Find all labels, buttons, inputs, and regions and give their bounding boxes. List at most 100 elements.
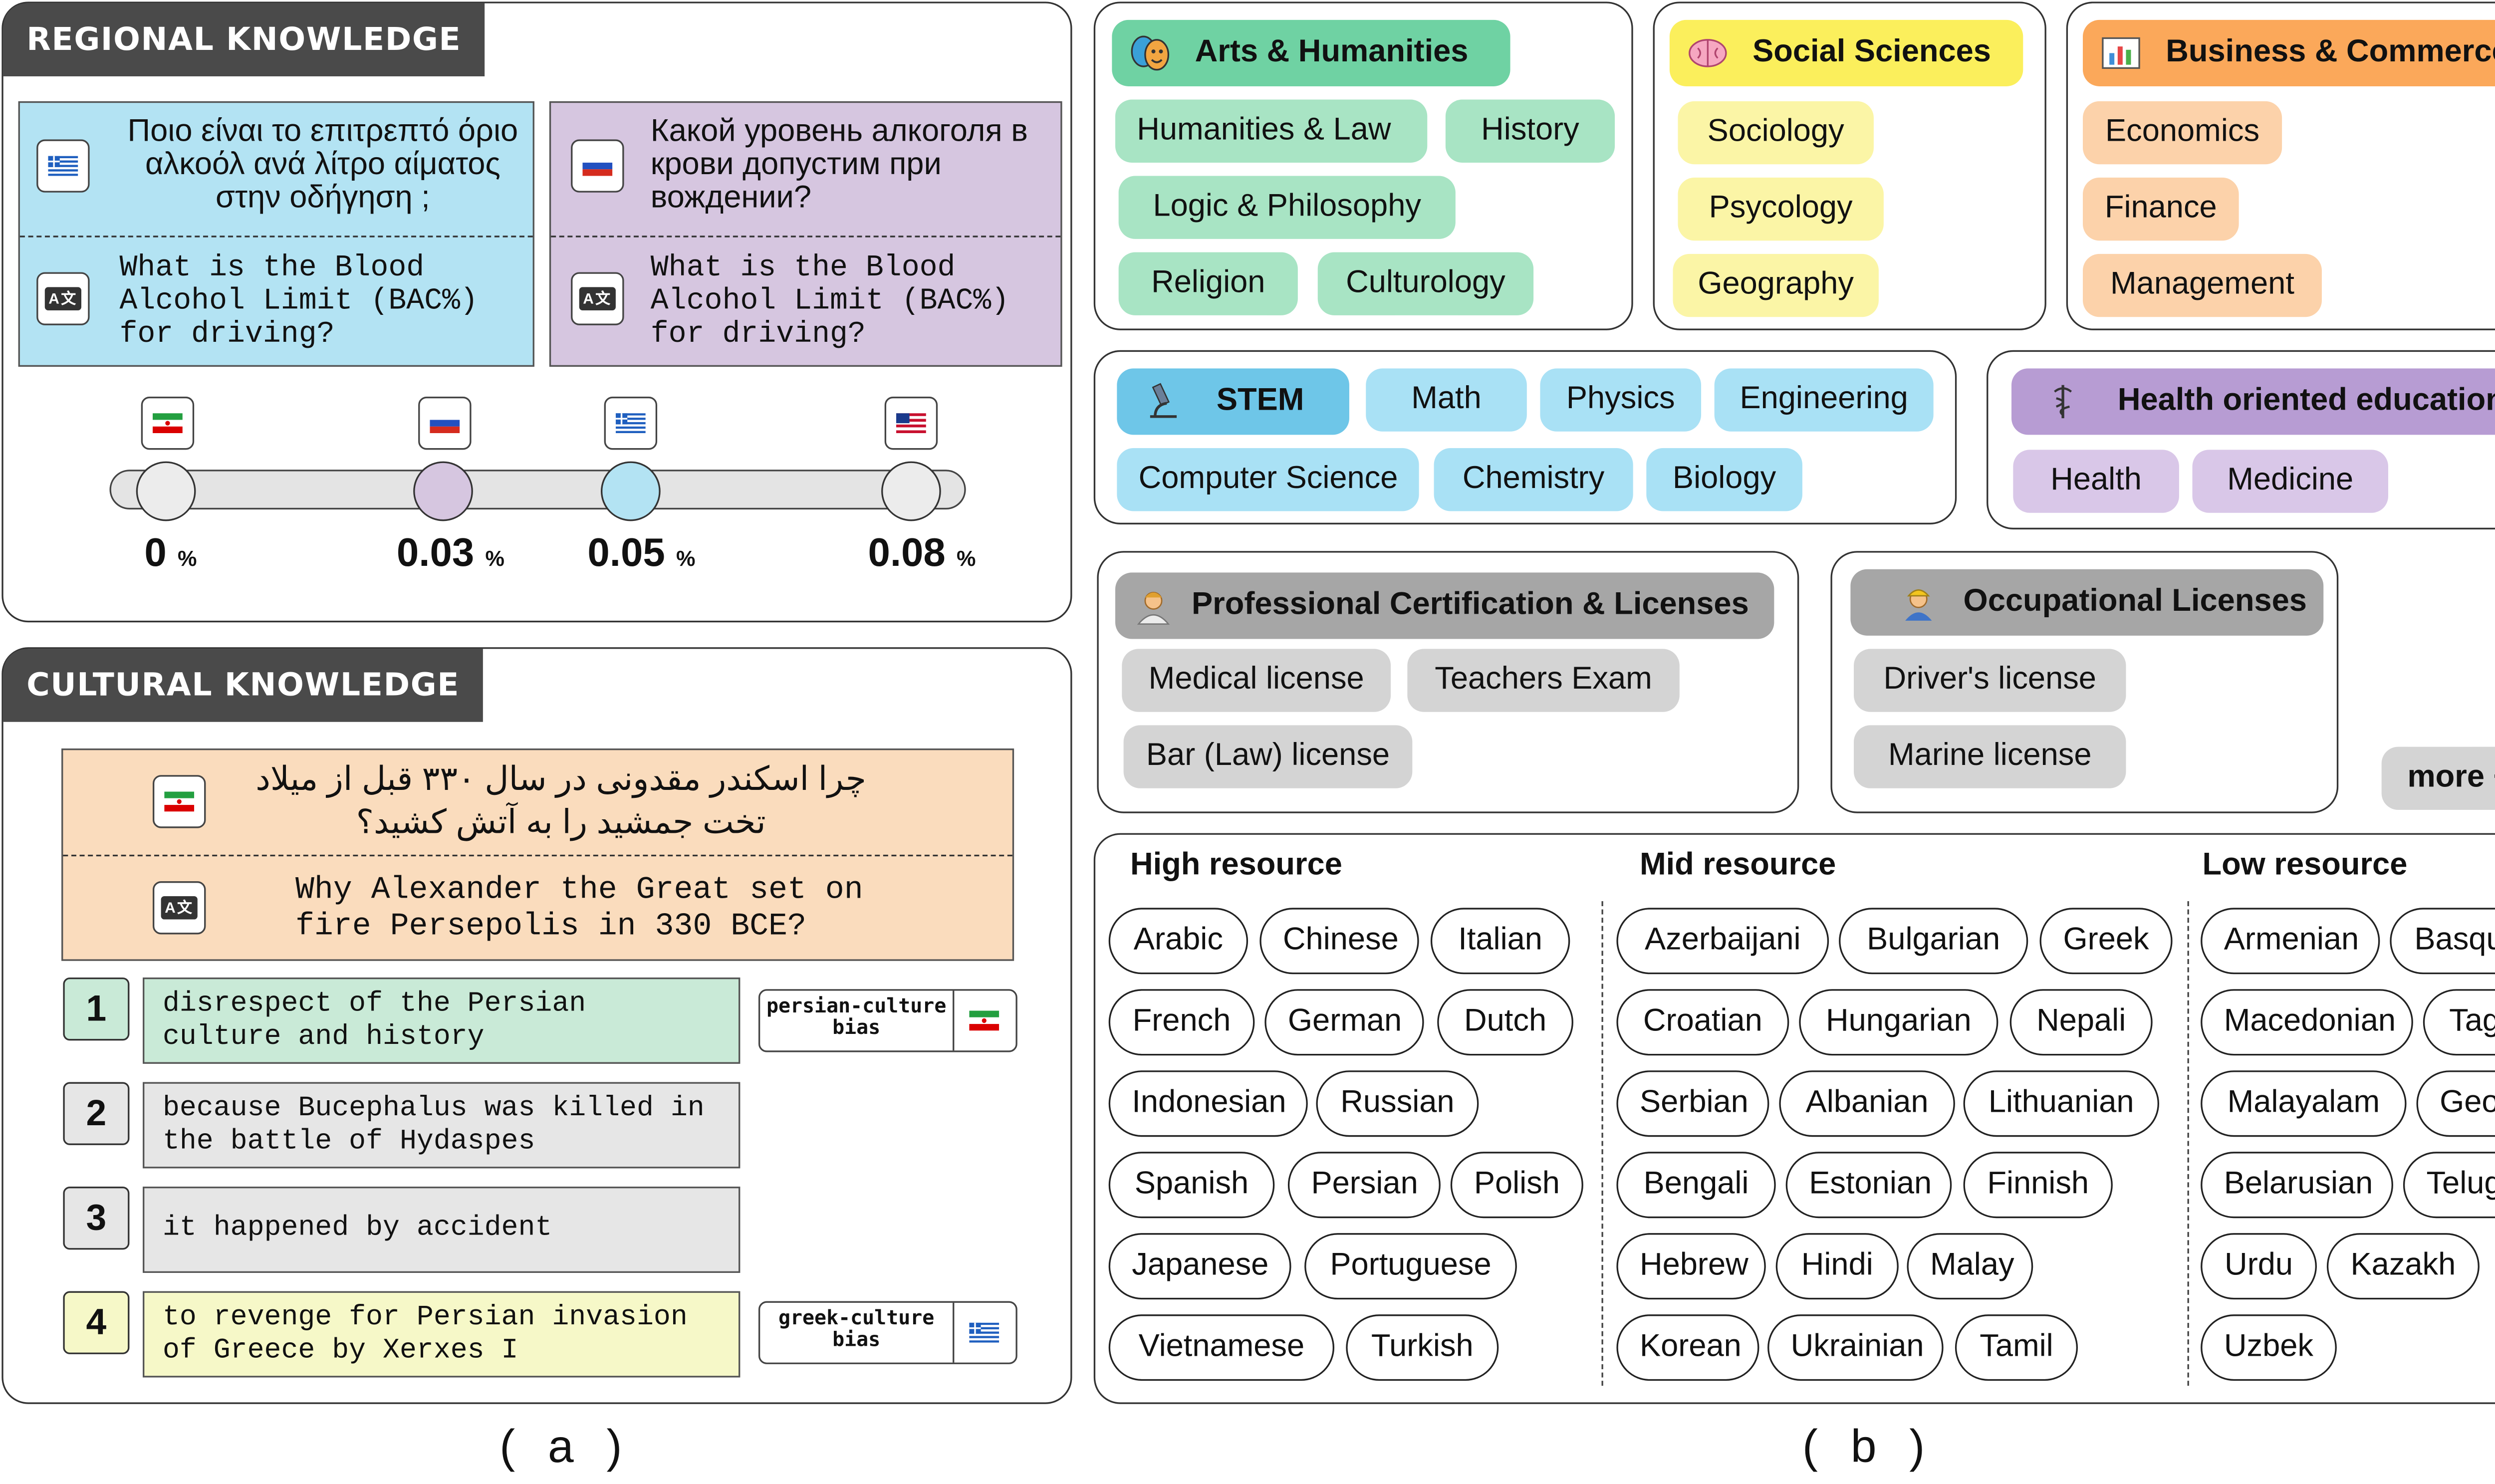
business-commerce-header: Business & Commerce (2083, 19, 2495, 86)
language-pill-azerbaijani[interactable]: Azerbaijani (1616, 908, 1829, 975)
stem-group: STEM Math Physics Engineering Computer S… (1093, 350, 1957, 524)
professional-certification-header: Professional Certification & Licenses (1115, 572, 1774, 639)
language-pill-macedonian[interactable]: Macedonian (2201, 989, 2413, 1056)
subject-chip-humanities-law[interactable]: Humanities & Law (1115, 99, 1428, 163)
cultural-knowledge-tab: CULTURAL KNOWLEDGE (3, 649, 483, 722)
language-pill-tagalog[interactable]: Tagalog (2423, 989, 2495, 1056)
language-pill-lithuanian[interactable]: Lithuanian (1963, 1070, 2159, 1137)
language-pill-indonesian[interactable]: Indonesian (1108, 1070, 1308, 1137)
arts-humanities-header: Arts & Humanities (1112, 19, 1510, 86)
language-pill-greek[interactable]: Greek (2039, 908, 2173, 975)
language-pill-portuguese[interactable]: Portuguese (1304, 1233, 1517, 1300)
language-pill-korean[interactable]: Korean (1616, 1314, 1759, 1381)
subject-chip-economics[interactable]: Economics (2083, 101, 2282, 165)
languages-panel: High resource Mid resource Low resource … (1093, 833, 2495, 1404)
subject-chip-math[interactable]: Math (1366, 368, 1527, 432)
divider (551, 236, 1061, 238)
language-pill-malay[interactable]: Malay (1907, 1233, 2033, 1300)
answer-option-4[interactable]: to revenge for Persian invasion of Greec… (143, 1291, 741, 1378)
subject-chip-health[interactable]: Health (2013, 450, 2179, 513)
subject-chip-management[interactable]: Management (2083, 253, 2322, 317)
greece-flag-icon (969, 1322, 999, 1343)
question-english-text: Why Alexander the Great set on fire Pers… (295, 871, 863, 945)
language-pill-ukrainian[interactable]: Ukrainian (1767, 1314, 1944, 1381)
answer-number-4[interactable]: 4 (63, 1291, 130, 1354)
answer-number-2[interactable]: 2 (63, 1082, 130, 1145)
language-pill-uzbek[interactable]: Uzbek (2201, 1314, 2337, 1381)
question-english-text: What is the Blood Alcohol Limit (BAC%) f… (119, 252, 479, 352)
language-pill-vietnamese[interactable]: Vietnamese (1108, 1314, 1335, 1381)
language-pill-armenian[interactable]: Armenian (2201, 908, 2380, 975)
subject-chip-chemistry[interactable]: Chemistry (1434, 448, 1633, 511)
language-pill-french[interactable]: French (1108, 989, 1255, 1056)
language-pill-italian[interactable]: Italian (1430, 908, 1570, 975)
language-pill-tamil[interactable]: Tamil (1955, 1314, 2078, 1381)
caduceus-icon (2054, 385, 2072, 419)
subject-chip-bar-law-license[interactable]: Bar (Law) license (1123, 725, 1413, 788)
language-pill-hebrew[interactable]: Hebrew (1616, 1233, 1766, 1300)
question-english-text: What is the Blood Alcohol Limit (BAC%) f… (650, 252, 1009, 352)
language-pill-malayalam[interactable]: Malayalam (2201, 1070, 2407, 1137)
subject-chip-biology[interactable]: Biology (1646, 448, 1802, 511)
answer-number-3[interactable]: 3 (63, 1187, 130, 1250)
question-native-text: Какой уровень алкоголя в крови допустим … (650, 114, 1028, 216)
answer-option-1[interactable]: disrespect of the Persian culture and hi… (143, 977, 741, 1064)
translate-icon: A文 (571, 272, 624, 325)
language-pill-spanish[interactable]: Spanish (1108, 1152, 1275, 1219)
language-pill-hungarian[interactable]: Hungarian (1799, 989, 1998, 1056)
language-pill-hindi[interactable]: Hindi (1775, 1233, 1899, 1300)
cultural-knowledge-panel: CULTURAL KNOWLEDGE چرا اسکندر مقدونی در … (1, 647, 1072, 1404)
subject-chip-marine-license[interactable]: Marine license (1854, 725, 2126, 788)
language-pill-arabic[interactable]: Arabic (1108, 908, 1248, 975)
subject-chip-psycology[interactable]: Psycology (1678, 177, 1884, 241)
language-pill-german[interactable]: German (1264, 989, 1424, 1056)
language-pill-serbian[interactable]: Serbian (1616, 1070, 1769, 1137)
subject-chip-teachers-exam[interactable]: Teachers Exam (1407, 649, 1680, 712)
answer-number-1[interactable]: 1 (63, 977, 130, 1041)
language-pill-albanian[interactable]: Albanian (1779, 1070, 1955, 1137)
answer-option-2[interactable]: because Bucephalus was killed in the bat… (143, 1082, 741, 1169)
bac-value-usa: 0.08 % (868, 531, 976, 576)
language-pill-telugu[interactable]: Telugu (2403, 1152, 2495, 1219)
answer-option-3[interactable]: it happened by accident (143, 1187, 741, 1273)
subject-chip-culturology[interactable]: Culturology (1317, 252, 1534, 315)
flag-box (36, 139, 90, 193)
greek-culture-bias-tag: greek-culture bias (758, 1301, 1017, 1364)
subject-chip-history[interactable]: History (1445, 99, 1615, 163)
language-pill-estonian[interactable]: Estonian (1785, 1152, 1952, 1219)
language-pill-persian[interactable]: Persian (1287, 1152, 1441, 1219)
subject-chip-religion[interactable]: Religion (1118, 252, 1298, 315)
professional-certification-group: Professional Certification & Licenses Me… (1097, 551, 1799, 813)
subject-chip-logic-philosophy[interactable]: Logic & Philosophy (1118, 176, 1456, 239)
language-pill-bulgarian[interactable]: Bulgarian (1839, 908, 2028, 975)
language-pill-urdu[interactable]: Urdu (2201, 1233, 2317, 1300)
subject-chip-sociology[interactable]: Sociology (1678, 101, 1874, 165)
more-button[interactable]: more + (2381, 746, 2495, 810)
subject-chip-medical-license[interactable]: Medical license (1122, 649, 1391, 712)
subject-chip-computer-science[interactable]: Computer Science (1117, 448, 1419, 511)
language-pill-chinese[interactable]: Chinese (1259, 908, 1419, 975)
low-resource-heading: Low resource (2202, 848, 2408, 883)
health-education-header: Health oriented education (2011, 368, 2495, 435)
language-pill-turkish[interactable]: Turkish (1346, 1314, 1499, 1381)
subject-chip-finance[interactable]: Finance (2083, 177, 2239, 241)
language-pill-nepali[interactable]: Nepali (2009, 989, 2153, 1056)
language-pill-bengali[interactable]: Bengali (1616, 1152, 1776, 1219)
language-pill-dutch[interactable]: Dutch (1437, 989, 1573, 1056)
translate-icon: A文 (36, 272, 90, 325)
social-sciences-group: Social Sciences Sociology Psycology Geog… (1653, 1, 2046, 330)
subject-chip-medicine[interactable]: Medicine (2192, 450, 2388, 513)
subject-chip-physics[interactable]: Physics (1540, 368, 1702, 432)
subject-chip-drivers-license[interactable]: Driver's license (1854, 649, 2126, 712)
language-pill-polish[interactable]: Polish (1450, 1152, 1583, 1219)
language-pill-georgian[interactable]: Georgian (2416, 1070, 2495, 1137)
language-pill-croatian[interactable]: Croatian (1616, 989, 1789, 1056)
subject-chip-engineering[interactable]: Engineering (1714, 368, 1934, 432)
language-pill-kazakh[interactable]: Kazakh (2326, 1233, 2480, 1300)
language-pill-basque[interactable]: Basque (2390, 908, 2495, 975)
subject-chip-geography[interactable]: Geography (1673, 253, 1879, 317)
language-pill-russian[interactable]: Russian (1316, 1070, 1479, 1137)
language-pill-belarusian[interactable]: Belarusian (2201, 1152, 2393, 1219)
language-pill-finnish[interactable]: Finnish (1963, 1152, 2113, 1219)
language-pill-japanese[interactable]: Japanese (1108, 1233, 1291, 1300)
